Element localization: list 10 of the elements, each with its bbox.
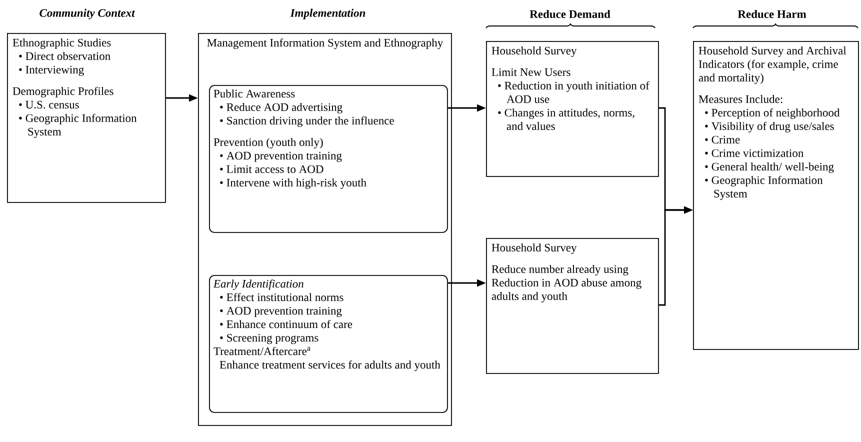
- text-box: Household Survey Reduce number already using Reduction in AOD abuse among adults and youth: [486, 238, 659, 374]
- text-box: Ethnographic Studies • Direct observation • Interviewing Demographic Profiles • U.S. census • Geographic Information System: [7, 33, 166, 203]
- rounded-box: Early Identification • Effect institutional norms • AOD prevention training • Enhance continuum of care • Screening programs Treatment/Aftercare$^{a}$ Enhance treatment services for adults and youth: [209, 275, 448, 413]
- column-heading: Reduce Demand: [530, 10, 610, 18]
- column-heading: Community Context: [40, 8, 136, 20]
- rounded-box: Public Awareness • Reduce AOD advertising • Sanction driving under the influence Prevention (youth only) • AOD prevention training • Limit access to AOD • Intervene with high-risk youth: [209, 85, 448, 233]
- column-heading: Implementation: [290, 8, 366, 20]
- text-box: Household Survey Limit New Users • Reduction in youth initiation of AOD use • Changes in attitudes, norms, and values: [486, 41, 659, 177]
- text-box: Household Survey and Archival Indicators (for example, crime and mortality) Measures Include: • Perception of neighborhood • Visibility of drug use/sales • Crime • Crime victimization • General health/ well-being • Geographic Information System: [693, 41, 859, 350]
- column-heading: Reduce Harm: [738, 10, 806, 18]
